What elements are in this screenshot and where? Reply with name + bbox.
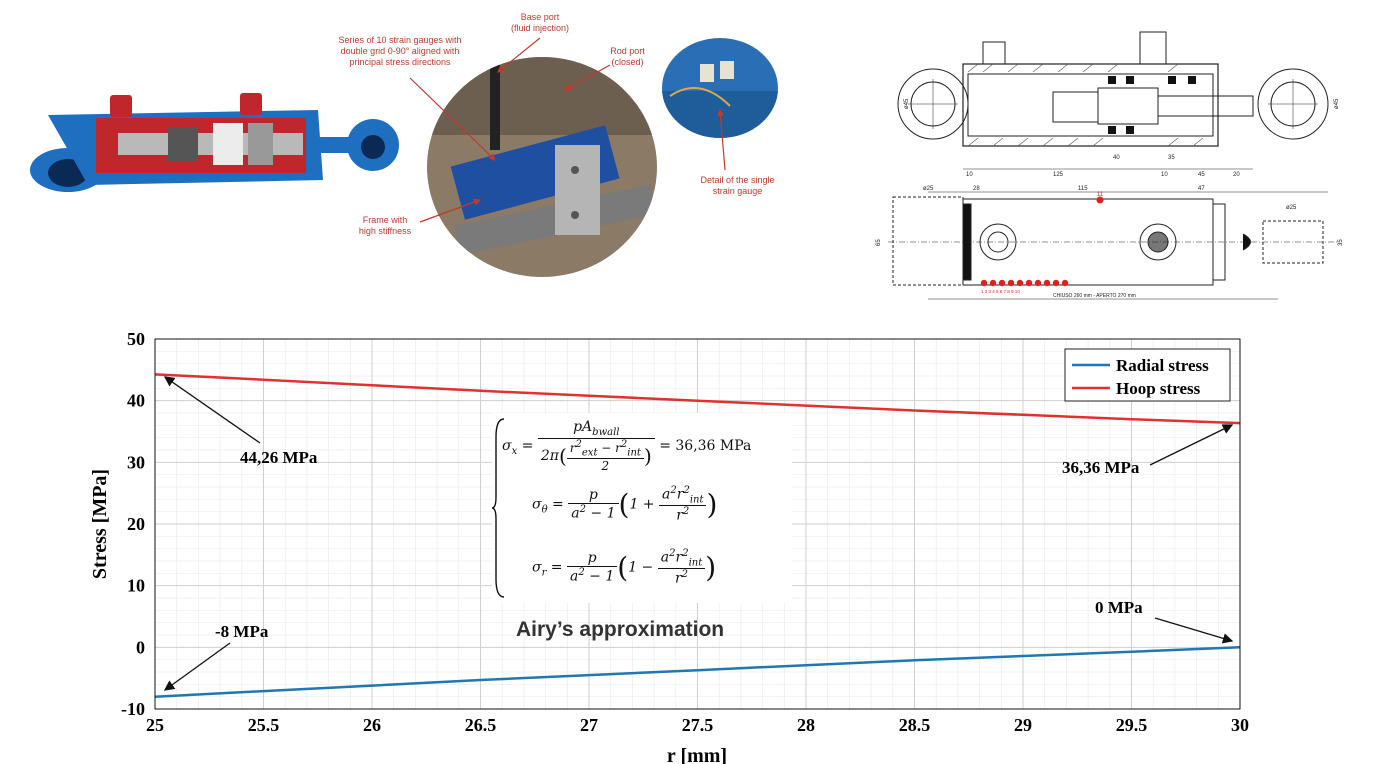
dim-right-dia: ø45 bbox=[1334, 98, 1340, 109]
equation-brace bbox=[492, 418, 505, 598]
y-tick-label: -10 bbox=[121, 699, 145, 719]
annotation-hoop-end: 36,36 MPa bbox=[1062, 458, 1140, 477]
dim-left-dia: ø45 bbox=[904, 98, 910, 109]
dim-bot-2: 115 bbox=[1078, 186, 1088, 192]
x-tick-label: 30 bbox=[1231, 715, 1249, 735]
x-tick-label: 27.5 bbox=[682, 715, 714, 735]
arrow-detail bbox=[716, 108, 726, 171]
top-dimensions: ø45 ø45 10 125 10 45 20 40 35 bbox=[904, 98, 1340, 178]
series-layer bbox=[154, 373, 1241, 698]
dim-left-height: 65 bbox=[876, 239, 882, 246]
legend: Radial stress Hoop stress bbox=[1064, 348, 1231, 402]
dim-top-6: 35 bbox=[1168, 155, 1175, 161]
label-frame: Frame with high stiffness bbox=[358, 215, 412, 236]
legend-label-hoop: Hoop stress bbox=[1116, 379, 1201, 398]
dim-bot-3: 47 bbox=[1198, 186, 1205, 192]
y-tick-label: 0 bbox=[136, 637, 145, 657]
annotation-hoop-start: 44,26 MPa bbox=[240, 448, 318, 467]
dim-top-1: 125 bbox=[1053, 172, 1064, 178]
x-tick-label: 25.5 bbox=[248, 715, 280, 735]
gauge-top-number: 11 bbox=[1097, 192, 1104, 198]
tick-labels: 25 25.5 26 26.5 27 27.5 28 28.5 29 29.5 30 -10 0 10 20… bbox=[121, 329, 1249, 735]
annotation-radial-end: 0 MPa bbox=[1095, 598, 1143, 617]
section-view bbox=[897, 31, 1329, 147]
hoop-stress-line bbox=[154, 373, 1241, 425]
base-port-fitting bbox=[110, 95, 132, 117]
airy-label: Airy’s approximation bbox=[516, 618, 725, 641]
x-tick-label: 25 bbox=[146, 715, 164, 735]
dim-top-5: 40 bbox=[1113, 155, 1120, 161]
strain-gauge-detail-photo bbox=[662, 38, 778, 138]
dim-bot-4: ø25 bbox=[1286, 205, 1297, 211]
test-rig-photo bbox=[427, 57, 657, 277]
y-tick-label: 50 bbox=[127, 329, 145, 349]
plan-dimensions: ø25 28 115 47 ø25 11 1 2 3 4 5 6 7 8 9 1… bbox=[876, 186, 1344, 299]
label-detail: Detail of the single strain gauge bbox=[700, 175, 775, 196]
arrow-frame bbox=[419, 198, 482, 223]
y-tick-label: 10 bbox=[127, 576, 145, 596]
sigma-x-result: = 36,36 MPa bbox=[659, 438, 752, 455]
dim-right-height: 35 bbox=[1338, 239, 1344, 246]
dim-bot-1: 28 bbox=[973, 186, 980, 192]
gauge-dot-top bbox=[1096, 196, 1104, 204]
x-tick-label: 26 bbox=[363, 715, 381, 735]
dim-top-4: 20 bbox=[1233, 172, 1240, 178]
legend-label-radial: Radial stress bbox=[1116, 356, 1209, 375]
gauge-row-numbers: 1 2 3 4 5 6 7 8 9 10 bbox=[981, 289, 1020, 294]
photo-label-arrows bbox=[409, 37, 726, 223]
dim-top-2: 10 bbox=[1161, 172, 1168, 178]
rig-block bbox=[555, 145, 600, 235]
radial-stress-line bbox=[154, 646, 1241, 698]
x-tick-label: 27 bbox=[580, 715, 598, 735]
y-tick-label: 40 bbox=[127, 391, 145, 411]
y-tick-label: 30 bbox=[127, 452, 145, 472]
plan-view bbox=[888, 196, 1338, 286]
gauge-patch bbox=[700, 64, 714, 82]
cutaway-cylinder-photo bbox=[30, 93, 399, 192]
arrow-base-port bbox=[497, 37, 541, 73]
label-rod-port: Rod port (closed) bbox=[610, 46, 645, 67]
x-tick-label: 26.5 bbox=[465, 715, 497, 735]
y-axis-label: Stress [MPa] bbox=[89, 469, 111, 579]
arrow-gauges bbox=[409, 77, 496, 161]
x-tick-label: 29 bbox=[1014, 715, 1032, 735]
x-tick-label: 28 bbox=[797, 715, 815, 735]
y-tick-label: 20 bbox=[127, 514, 145, 534]
technical-drawing: ø45 ø45 10 125 10 45 20 40 35 ø25 28 115 bbox=[876, 31, 1344, 300]
dim-top-3: 45 bbox=[1198, 172, 1205, 178]
rod-port-fitting bbox=[240, 93, 262, 115]
annotations: 44,26 MPa 36,36 MPa -8 MPa 0 MPa bbox=[163, 376, 1234, 691]
x-tick-label: 29.5 bbox=[1116, 715, 1148, 735]
label-base-port: Base port (fluid injection) bbox=[510, 12, 570, 33]
label-strain-gauges: Series of 10 strain gauges with double g… bbox=[338, 35, 462, 67]
stroke-label: CHIUSO 260 mm - APERTO 270 mm bbox=[1053, 293, 1136, 299]
dim-top-0: 10 bbox=[966, 172, 973, 178]
x-axis-label: r [mm] bbox=[667, 745, 727, 764]
annotation-radial-start: -8 MPa bbox=[215, 622, 269, 641]
dim-bot-0: ø25 bbox=[923, 186, 934, 192]
arrow-rod-port bbox=[563, 64, 611, 91]
x-tick-label: 28.5 bbox=[899, 715, 931, 735]
gauge-dots-row bbox=[980, 279, 1069, 287]
